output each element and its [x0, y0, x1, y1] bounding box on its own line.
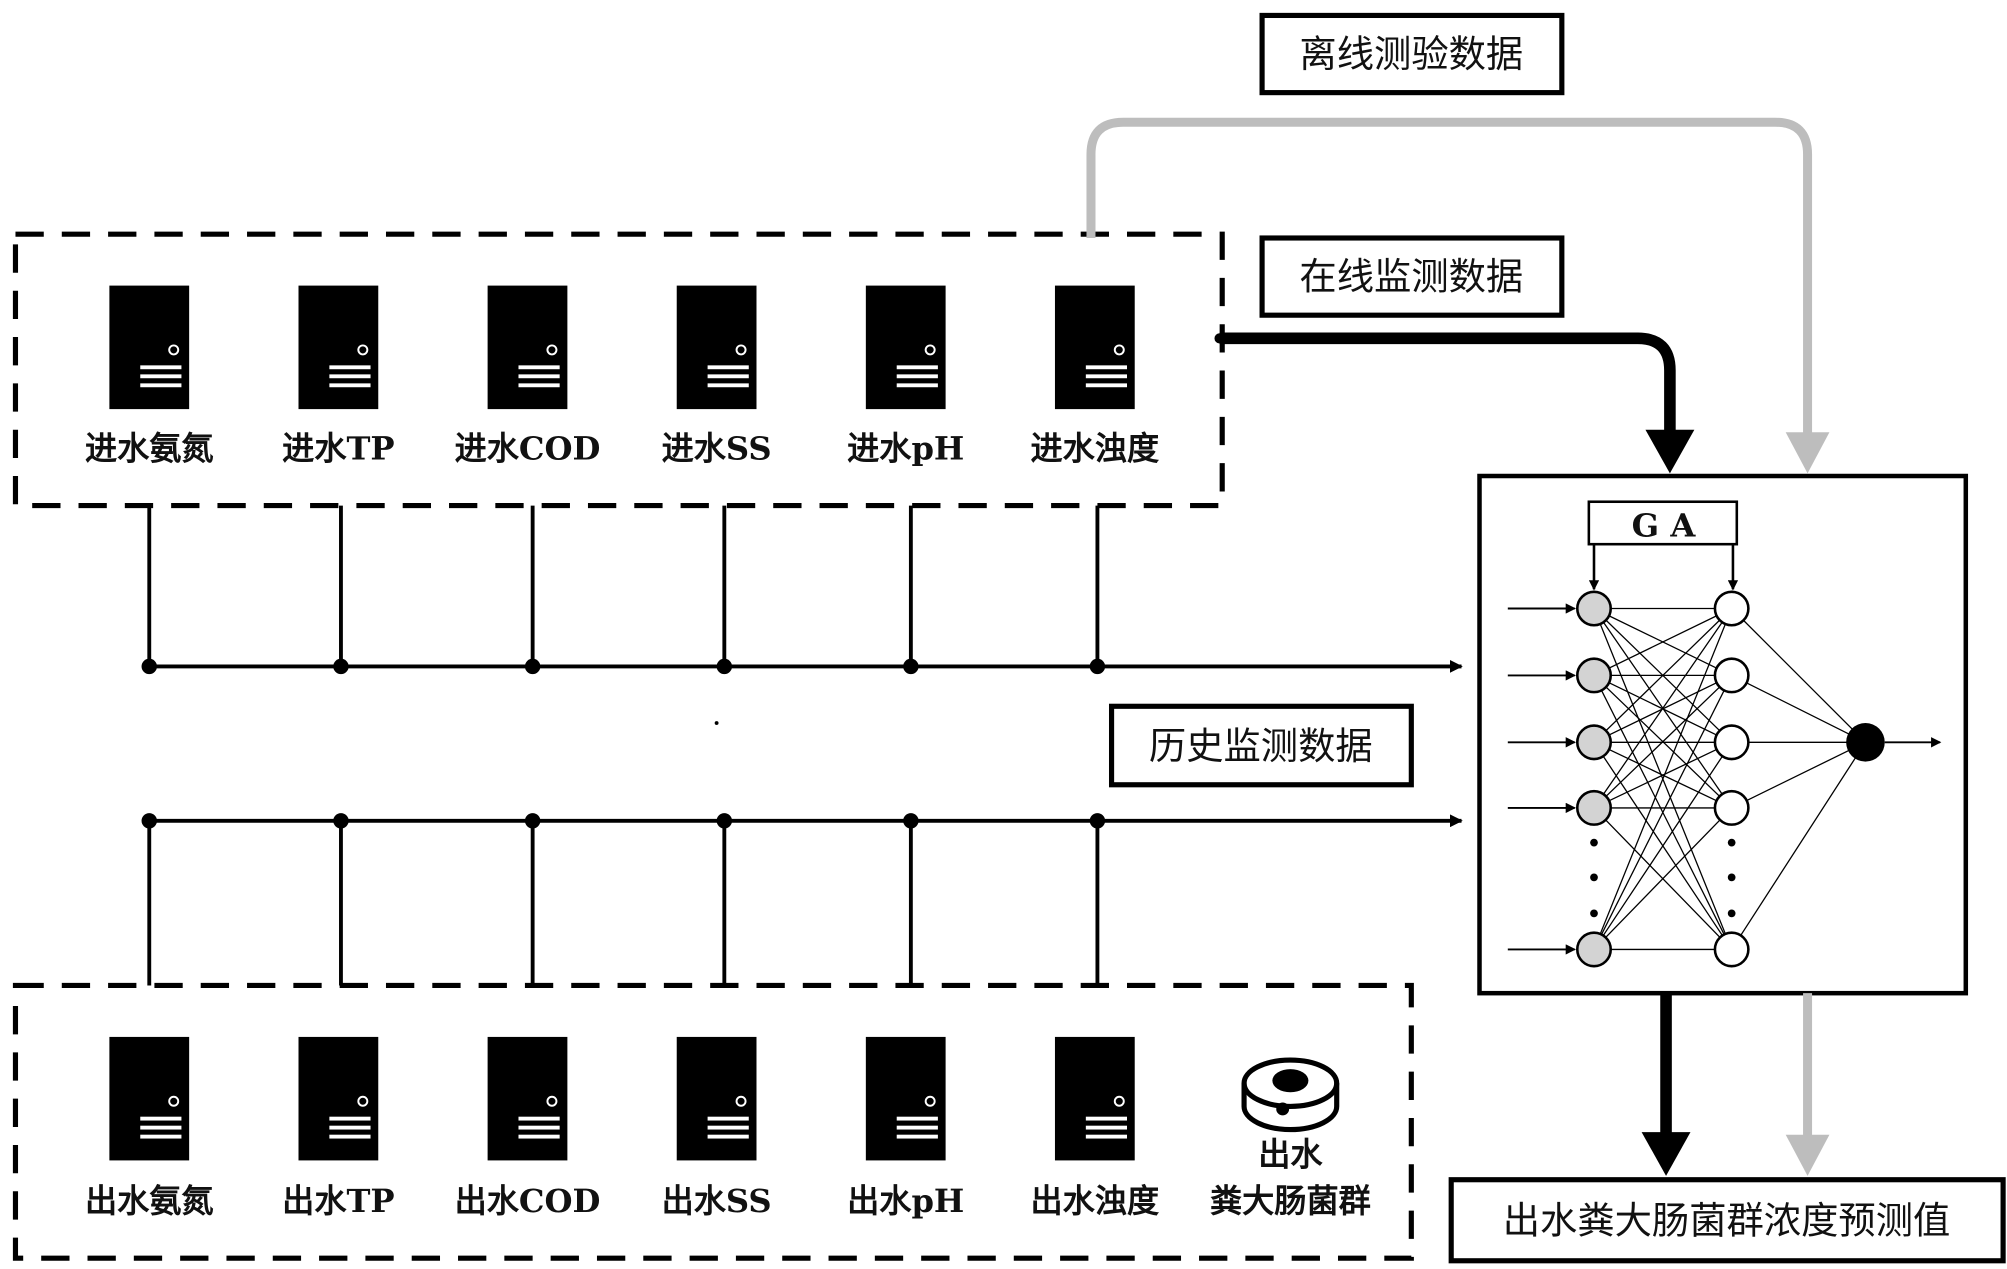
sensor-server-icon	[866, 286, 946, 410]
effluent-sensor-label: 出水pH	[847, 1182, 964, 1220]
input-neuron	[1577, 791, 1610, 824]
input-neuron	[1577, 726, 1610, 759]
sensor-server-icon	[677, 286, 757, 410]
svg-text:在线监测数据: 在线监测数据	[1299, 254, 1523, 298]
influent-sensor-label: 进水pH	[847, 429, 964, 467]
output-neuron	[1846, 723, 1885, 762]
hidden-neuron	[1715, 933, 1748, 966]
sensor-server-icon	[109, 286, 189, 410]
influent-sensor-label: 进水浊度	[1031, 429, 1160, 467]
effluent-sensor-label: 出水COD	[455, 1182, 601, 1220]
effluent-sensor-label: 出水浊度	[1031, 1182, 1160, 1220]
sensor-server-icon	[677, 1037, 757, 1161]
online-arrow-head	[1645, 430, 1694, 474]
fecal-label-line1: 出水	[1258, 1136, 1323, 1174]
offline-validation-arrow-head	[1786, 1135, 1830, 1176]
sensor-server-icon	[1055, 286, 1135, 410]
input-neuron	[1577, 659, 1610, 692]
sensor-server-icon	[1055, 1037, 1135, 1161]
influent-sensor-label: 进水COD	[455, 429, 601, 467]
influent-sensor-label: 进水SS	[662, 429, 772, 467]
prediction-arrow-head	[1642, 1132, 1691, 1176]
ga-box: G A	[1589, 502, 1737, 545]
influent-sensor-label: 进水TP	[282, 429, 394, 467]
hidden-neuron	[1715, 791, 1748, 824]
offline-arrow-head	[1786, 432, 1830, 473]
online-data-path	[1220, 338, 1670, 437]
svg-text:离线测验数据: 离线测验数据	[1299, 32, 1523, 76]
petri-dish-icon	[1244, 1060, 1337, 1129]
sensor-server-icon	[866, 1037, 946, 1161]
prediction-result-box: 出水粪大肠菌群浓度预测值	[1451, 1180, 2003, 1261]
input-neuron	[1577, 933, 1610, 966]
svg-text:历史监测数据: 历史监测数据	[1149, 724, 1373, 768]
sensor-server-icon	[299, 1037, 379, 1161]
hidden-neuron	[1715, 726, 1748, 759]
sensor-server-icon	[488, 286, 568, 410]
effluent-sensor-label: 出水TP	[282, 1182, 394, 1220]
sensor-server-icon	[299, 286, 379, 410]
sensor-server-icon	[109, 1037, 189, 1161]
history-data-label: 历史监测数据	[1112, 706, 1412, 784]
effluent-sensor-label: 出水SS	[662, 1182, 772, 1220]
hidden-neuron	[1715, 592, 1748, 625]
sensor-server-icon	[488, 1037, 568, 1161]
effluent-sensor-label: 出水氨氮	[85, 1182, 214, 1220]
offline-data-label: 离线测验数据	[1262, 15, 1562, 92]
svg-text:G A: G A	[1632, 506, 1697, 544]
svg-text:出水粪大肠菌群浓度预测值: 出水粪大肠菌群浓度预测值	[1503, 1199, 1951, 1243]
fecal-label-line2: 粪大肠菌群	[1210, 1182, 1371, 1220]
hidden-neuron	[1715, 659, 1748, 692]
online-data-label: 在线监测数据	[1262, 238, 1562, 315]
input-neuron	[1577, 592, 1610, 625]
influent-sensor-label: 进水氨氮	[85, 429, 214, 467]
